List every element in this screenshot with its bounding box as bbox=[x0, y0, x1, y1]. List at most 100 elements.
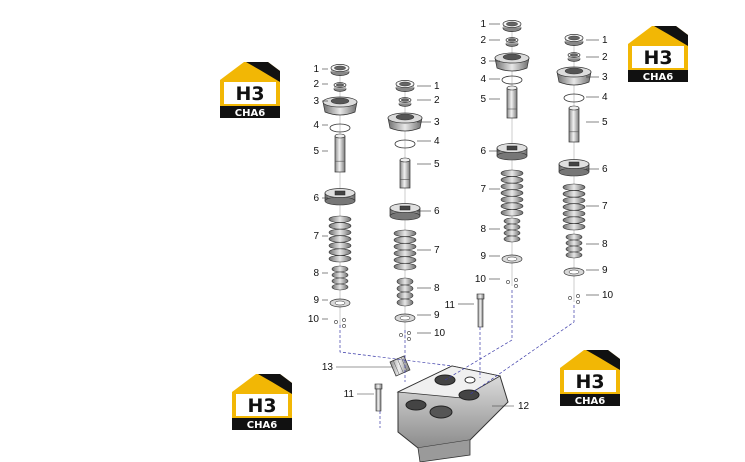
part-inner-spring bbox=[503, 217, 521, 243]
logo-text-bottom: CHA6 bbox=[235, 108, 265, 119]
part-callout: 10 bbox=[586, 290, 614, 301]
logo-roof-accent bbox=[258, 374, 292, 394]
part-callout: 4 bbox=[480, 74, 500, 85]
plug-part-13 bbox=[389, 355, 411, 377]
part-inner-spring bbox=[565, 233, 583, 259]
part-washer bbox=[394, 313, 416, 323]
part-callout: 2 bbox=[480, 35, 500, 46]
part-callout: 11 bbox=[445, 300, 474, 311]
part-spring-seat bbox=[389, 203, 421, 221]
part-callout: 5 bbox=[586, 117, 608, 128]
part-main-spring bbox=[393, 229, 417, 271]
part-ring bbox=[395, 80, 415, 92]
callout-number: 5 bbox=[480, 94, 486, 105]
part-steel-balls bbox=[334, 318, 346, 328]
callout-number: 6 bbox=[480, 146, 486, 157]
part-callout: 3 bbox=[586, 72, 608, 83]
callout-number: 7 bbox=[480, 184, 486, 195]
assembly-leader-lines bbox=[339, 290, 575, 428]
part-callout: 8 bbox=[586, 239, 608, 250]
bolt-part-11-upper bbox=[476, 293, 485, 328]
callout-number: 1 bbox=[480, 19, 486, 30]
part-callout: 5 bbox=[313, 146, 328, 157]
logo-band bbox=[220, 106, 280, 118]
callout-number: 5 bbox=[313, 146, 319, 157]
part-callout: 7 bbox=[313, 231, 328, 242]
logo-text-bottom: CHA6 bbox=[643, 72, 673, 83]
part-steel-balls bbox=[399, 331, 411, 341]
part-plunger-rod bbox=[399, 157, 411, 189]
callout-number: 8 bbox=[602, 239, 608, 250]
callout-number: 9 bbox=[434, 310, 440, 321]
logo-text-top: H3 bbox=[235, 83, 264, 105]
part-o-ring bbox=[563, 93, 585, 103]
part-callout: 12 bbox=[492, 401, 530, 412]
callout-number: 7 bbox=[602, 201, 608, 212]
part-spring-cup bbox=[494, 52, 530, 72]
part-o-ring bbox=[329, 123, 351, 133]
part-callout: 11 bbox=[344, 389, 374, 400]
part-callout: 8 bbox=[480, 224, 500, 235]
part-callout: 5 bbox=[417, 159, 440, 170]
callout-number: 12 bbox=[518, 401, 530, 412]
callout-number: 13 bbox=[322, 362, 334, 373]
logo-text-top: H3 bbox=[643, 47, 672, 69]
callout-number: 3 bbox=[434, 117, 440, 128]
callout-number: 7 bbox=[434, 245, 440, 256]
part-callout: 4 bbox=[313, 120, 328, 131]
logo-band bbox=[560, 394, 620, 406]
part-callout: 5 bbox=[480, 94, 500, 105]
part-steel-balls bbox=[506, 278, 518, 288]
logo-panel bbox=[224, 82, 276, 104]
part-washer bbox=[501, 254, 523, 264]
part-spring-cup bbox=[556, 66, 592, 86]
logo-panel bbox=[236, 394, 288, 416]
part-callout: 6 bbox=[417, 206, 440, 217]
callout-number: 2 bbox=[313, 79, 319, 90]
callout-number: 8 bbox=[480, 224, 486, 235]
part-callout: 3 bbox=[417, 117, 440, 128]
logo-text-bottom: CHA6 bbox=[247, 420, 277, 431]
logo-roof-accent bbox=[586, 350, 620, 370]
part-ring bbox=[502, 20, 522, 32]
part-callout: 1 bbox=[480, 19, 500, 30]
part-callout: 1 bbox=[313, 64, 328, 75]
callout-number: 4 bbox=[480, 74, 486, 85]
part-callout: 6 bbox=[480, 146, 500, 157]
callout-number: 5 bbox=[434, 159, 440, 170]
part-washer bbox=[329, 298, 351, 308]
part-callout: 10 bbox=[475, 274, 500, 285]
callout-number: 3 bbox=[602, 72, 608, 83]
part-plunger-rod bbox=[334, 133, 346, 173]
part-washer bbox=[563, 267, 585, 277]
part-ring bbox=[330, 64, 350, 76]
logo-panel bbox=[632, 46, 684, 68]
part-ring bbox=[564, 34, 584, 46]
part-callout: 3 bbox=[480, 56, 500, 67]
part-callout: 9 bbox=[417, 310, 440, 321]
callout-number: 5 bbox=[602, 117, 608, 128]
bolt-part-11 bbox=[374, 383, 383, 412]
callout-number: 1 bbox=[313, 64, 319, 75]
part-inner-spring bbox=[331, 265, 349, 291]
callout-number: 3 bbox=[313, 96, 319, 107]
callout-number: 10 bbox=[434, 328, 446, 339]
part-ring-small bbox=[505, 37, 519, 47]
part-main-spring bbox=[328, 215, 352, 263]
part-callout: 7 bbox=[417, 245, 440, 256]
part-callout: 10 bbox=[308, 314, 328, 325]
valve-body-block bbox=[396, 365, 509, 462]
callout-number: 10 bbox=[602, 290, 614, 301]
part-spring-cup bbox=[322, 96, 358, 116]
part-callout: 2 bbox=[417, 95, 440, 106]
part-callout: 7 bbox=[480, 184, 500, 195]
part-main-spring bbox=[562, 183, 586, 231]
callout-number: 4 bbox=[434, 136, 440, 147]
part-spring-seat bbox=[496, 143, 528, 161]
callout-number: 4 bbox=[602, 92, 608, 103]
logo-panel bbox=[564, 370, 616, 392]
